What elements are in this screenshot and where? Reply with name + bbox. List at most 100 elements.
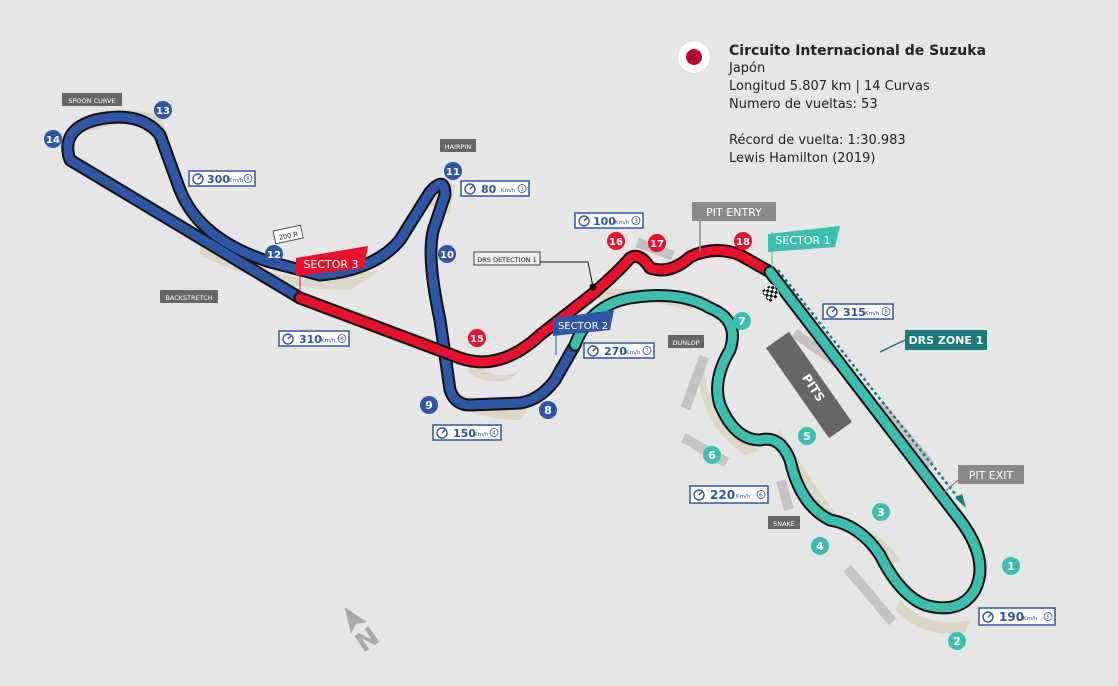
speed-box-80: 80 Km/h 3 (460, 180, 530, 197)
drs-detection-label: DRS DETECTION 1 (477, 256, 537, 264)
turn-number: 2 (953, 635, 961, 648)
turn-number: 12 (267, 250, 281, 261)
turn-marker-4: 4 (811, 537, 829, 555)
turn-number: 17 (650, 239, 664, 250)
speed-unit: Km/h (1023, 616, 1038, 622)
speed-unit: Km/h (626, 350, 641, 356)
japan-flag-icon (678, 41, 710, 73)
speed-box-310: 310 Km/h 8 (278, 330, 350, 347)
turn-marker-6: 6 (703, 446, 721, 464)
drs-zone-line (777, 269, 961, 501)
track-sector-teal (570, 267, 985, 613)
circuit-country: Japón (729, 61, 766, 76)
backstretch-label: BACKSTRETCH (165, 294, 212, 302)
track-sector-red (295, 246, 775, 367)
speed-value: 150 (453, 427, 476, 440)
hairpin-label: HAIRPIN (445, 143, 472, 151)
sector-1-flag: SECTOR 1 (768, 226, 840, 268)
speed-value: 80 (481, 183, 497, 196)
speed-box-300: 300 Km/h 8 (188, 170, 256, 187)
turn-number: 16 (609, 237, 623, 248)
turn-number: 13 (156, 106, 170, 117)
turn-number: 14 (46, 135, 60, 146)
checkered-flag-icon (761, 283, 781, 303)
sector-3-flag: SECTOR 3 (296, 246, 368, 298)
turn-marker-12: 12 (265, 245, 283, 263)
turn-number: 15 (470, 334, 484, 345)
turn-marker-17: 17 (648, 234, 666, 252)
circuit-title: Circuito Internacional de Suzuka (729, 43, 987, 59)
drs-zone-label: DRS ZONE 1 (909, 334, 984, 347)
circuit-laps: Numero de vueltas: 53 (729, 97, 878, 112)
turn-marker-1: 1 (1002, 557, 1020, 575)
turn-number: 9 (425, 399, 433, 412)
track-sector-blue (63, 112, 580, 410)
speed-gear: 8 (246, 177, 250, 183)
turn-number: 6 (708, 449, 716, 462)
turn-marker-2: 2 (948, 632, 966, 650)
hairpin-label-box: HAIRPIN (440, 139, 476, 152)
turn-number: 5 (803, 430, 811, 443)
200r-label-box: 200 R (272, 224, 304, 245)
speed-box-100: 100 Km/h 3 (574, 212, 644, 229)
sector-2-flag: SECTOR 2 (553, 310, 614, 355)
dunlop-label-box: DUNLOP (668, 335, 704, 348)
drs-zone-label-box: DRS ZONE 1 (879, 330, 987, 353)
north-label: N (350, 622, 385, 659)
turn-number: 8 (544, 404, 552, 417)
speed-unit: Km/h (321, 338, 336, 344)
turn-marker-16: 16 (607, 232, 625, 250)
speed-gear: 7 (645, 349, 649, 355)
speed-unit: Km/h (229, 178, 244, 184)
turn-marker-9: 9 (420, 396, 438, 414)
snake-label-box: SNAKE (768, 516, 800, 529)
turn-number: 7 (738, 315, 746, 328)
speed-value: 300 (207, 173, 230, 186)
speed-unit: Km/h (474, 432, 489, 438)
turn-marker-11: 11 (444, 162, 462, 180)
200r-label: 200 R (278, 230, 299, 242)
turn-number: 11 (446, 167, 460, 178)
speed-box-220: 220 Km/h 6 (689, 485, 769, 504)
north-arrow-icon: N (344, 607, 385, 659)
speed-value: 220 (710, 488, 735, 502)
spoon-curve-label: SPOON CURVE (68, 97, 115, 105)
turn-marker-15: 15 (468, 329, 486, 347)
turn-marker-10: 10 (438, 245, 456, 263)
speed-gear: 4 (492, 431, 496, 437)
speed-box-150: 150 Km/h 4 (432, 424, 502, 441)
turn-marker-14: 14 (44, 130, 62, 148)
speed-unit: Km/h (615, 220, 630, 226)
pit-entry-label-box: PIT ENTRY (692, 202, 776, 252)
speed-unit: Km/h (865, 311, 880, 317)
speed-gear: 3 (520, 187, 524, 193)
turn-marker-5: 5 (798, 427, 816, 445)
sector-1-label: SECTOR 1 (775, 234, 830, 247)
pit-exit-label: PIT EXIT (969, 469, 1014, 482)
spoon-curve-label-box: SPOON CURVE (62, 93, 122, 106)
speed-unit: Km/h (501, 188, 516, 194)
turn-number: 4 (816, 540, 824, 553)
turn-number: 1 (1007, 560, 1015, 573)
speed-value: 190 (999, 610, 1024, 624)
sector-3-label: SECTOR 3 (303, 258, 358, 271)
drs-zone-arrow-icon (955, 494, 966, 508)
circuit-info: Circuito Internacional de Suzuka Japón L… (729, 42, 986, 168)
speed-value: 310 (299, 333, 322, 346)
turn-number: 3 (877, 506, 885, 519)
speed-value: 270 (604, 345, 627, 358)
turn-marker-3: 3 (872, 503, 890, 521)
speed-gear: 6 (759, 493, 763, 499)
speed-gear: 5 (1046, 615, 1050, 621)
snake-label: SNAKE (773, 520, 795, 528)
turn-marker-7: 7 (733, 312, 751, 330)
circuit-length: Longitud 5.807 km | 14 Curvas (729, 79, 930, 94)
turn-marker-18: 18 (734, 232, 752, 250)
drs-detection-label-box: DRS DETECTION 1 (473, 251, 541, 266)
speed-unit: Km/h (736, 494, 751, 500)
speed-gear: 8 (884, 310, 888, 316)
speed-box-270: 270 Km/h 7 (583, 342, 655, 359)
turn-number: 18 (736, 237, 750, 248)
speed-box-190: 190 Km/h 5 (978, 607, 1056, 626)
speed-gear: 3 (634, 219, 638, 225)
